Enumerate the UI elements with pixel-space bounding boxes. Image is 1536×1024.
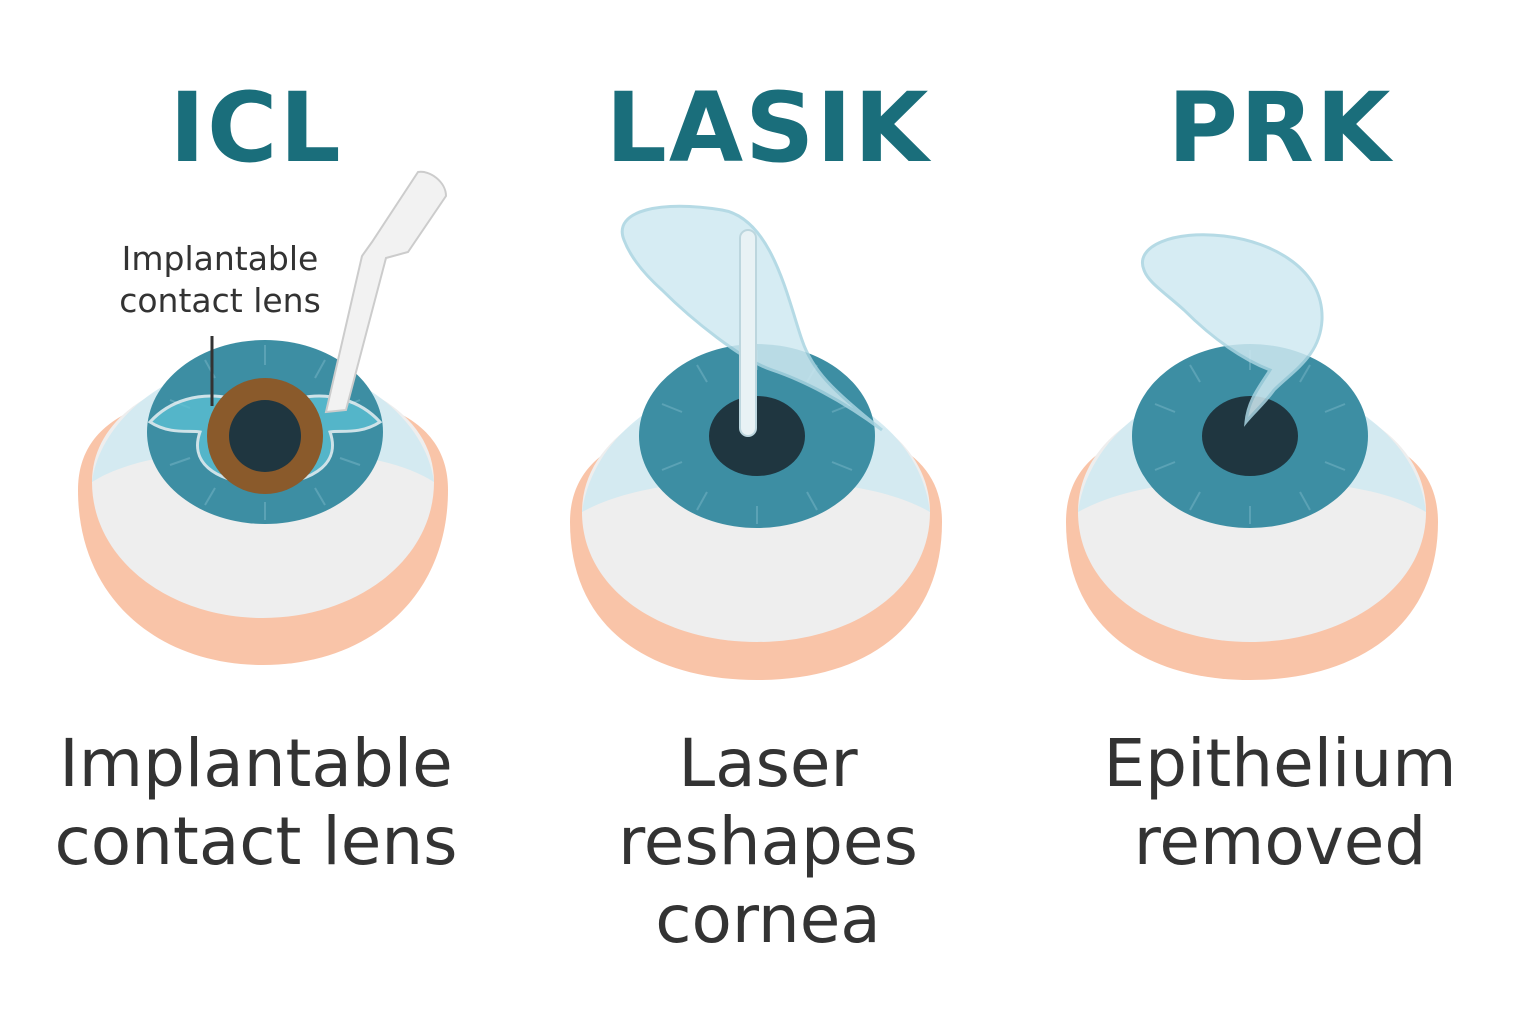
- icl-eye-illustration: [78, 170, 448, 665]
- panel-icl: ICL Implantable: [0, 0, 512, 1024]
- caption-lasik-line-3: cornea: [655, 881, 881, 958]
- caption-icl-line-1: Implantable: [59, 725, 453, 802]
- lasik-pupil: [709, 396, 805, 476]
- caption-icl-line-2: contact lens: [54, 803, 458, 880]
- prk-pupil: [1202, 396, 1298, 476]
- icl-callout-line-2: contact lens: [119, 281, 321, 320]
- title-lasik: LASIK: [605, 72, 931, 184]
- icl-callout-label: Implantable contact lens: [90, 238, 350, 322]
- title-icl: ICL: [169, 72, 343, 184]
- caption-lasik: Laser reshapes cornea: [512, 725, 1024, 959]
- icl-callout-line-1: Implantable: [121, 239, 319, 278]
- prk-epithelium-flap: [1140, 233, 1324, 427]
- prk-eye-illustration: [1066, 233, 1438, 680]
- caption-prk-line-1: Epithelium: [1103, 725, 1457, 802]
- panel-prk: PRK Epithelium removed: [1024, 0, 1536, 1024]
- prk-iris-texture: [1154, 350, 1346, 524]
- lasik-laser-beam: [739, 229, 757, 437]
- caption-lasik-line-2: reshapes: [618, 803, 918, 880]
- icl-pupil: [229, 400, 301, 472]
- caption-prk-line-2: removed: [1133, 803, 1427, 880]
- caption-prk: Epithelium removed: [1024, 725, 1536, 881]
- panel-lasik: LASIK Laser reshapes cornea: [512, 0, 1024, 1024]
- icl-injector-icon: [324, 170, 448, 414]
- caption-lasik-line-1: Laser: [678, 725, 858, 802]
- lasik-eye-illustration: [570, 204, 942, 680]
- title-prk: PRK: [1167, 72, 1393, 184]
- caption-icl: Implantable contact lens: [0, 725, 512, 881]
